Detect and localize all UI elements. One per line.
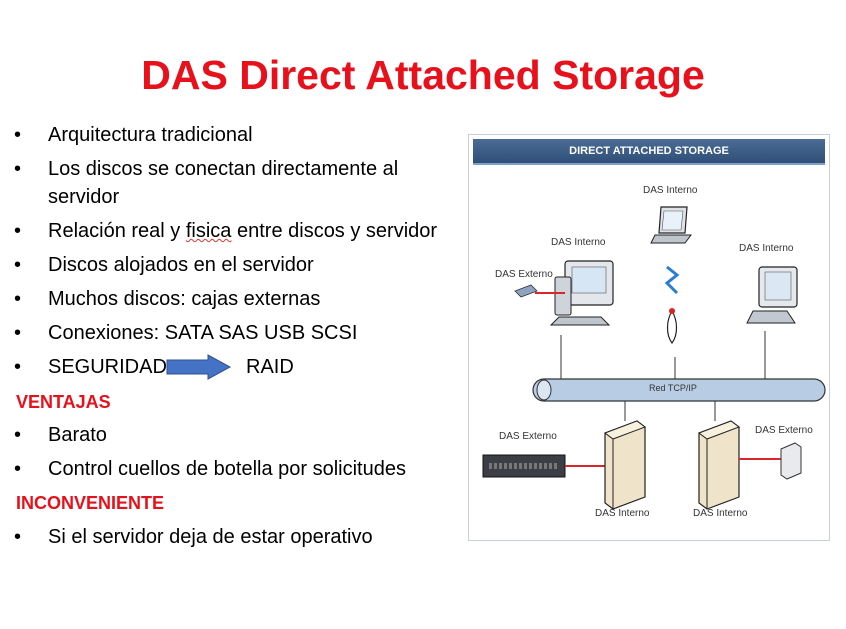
bullet-item: Conexiones: SATA SAS USB SCSI <box>48 322 358 344</box>
bullet-item: Los discos se conectan directamente al <box>48 158 399 180</box>
bullet-text: Relación real y <box>48 220 186 242</box>
das-diagram: DIRECT ATTACHED STORAGE <box>468 134 830 541</box>
server-tower-icon <box>697 420 781 510</box>
bullet-item-continuation: servidor <box>48 186 120 208</box>
inconveniente-heading: INCONVENIENTE <box>16 493 165 513</box>
label-das-interno: DAS Interno <box>739 243 794 254</box>
label-das-externo: DAS Externo <box>495 269 553 280</box>
bullet-item-raid: RAID <box>246 356 294 378</box>
page-title: DAS Direct Attached Storage <box>141 52 705 98</box>
bullet-item: Muchos discos: cajas externas <box>48 288 321 310</box>
bullet-item: Relación real y fisica entre discos y se… <box>48 219 437 243</box>
laptop-icon <box>650 206 692 244</box>
desktop-monitor-icon <box>746 266 798 324</box>
bullet-item: Control cuellos de botella por solicitud… <box>48 458 406 480</box>
bullet-dot: • <box>14 424 22 446</box>
bullet-item: Barato <box>48 424 107 446</box>
bullet-dot: • <box>14 220 22 242</box>
diagram-header: DIRECT ATTACHED STORAGE <box>473 139 825 165</box>
bullet-item: Arquitectura tradicional <box>48 124 253 146</box>
bullet-dot: • <box>14 322 22 344</box>
bullet-dot: • <box>14 288 22 310</box>
bullet-dot: • <box>14 458 22 480</box>
external-disk-icon <box>780 442 802 480</box>
wireless-signal-icon <box>664 265 680 345</box>
label-das-externo: DAS Externo <box>499 431 557 442</box>
server-tower-icon <box>603 420 647 510</box>
label-das-interno: DAS Interno <box>643 185 698 196</box>
ventajas-heading: VENTAJAS <box>16 392 111 412</box>
label-das-interno: DAS Interno <box>551 237 606 248</box>
bullet-list: • Arquitectura tradicional • Los discos … <box>14 124 437 548</box>
label-das-externo: DAS Externo <box>755 425 813 436</box>
label-das-interno: DAS Interno <box>693 508 748 519</box>
bullet-dot: • <box>14 124 22 146</box>
right-arrow-icon <box>166 354 232 380</box>
bullet-item: SEGURIDAD <box>48 356 167 378</box>
bullet-dot: • <box>14 356 22 378</box>
network-bus <box>532 378 826 402</box>
bullet-dot: • <box>14 158 22 180</box>
rack-storage-icon <box>482 454 605 478</box>
bullet-dot: • <box>14 254 22 276</box>
network-label: Red TCP/IP <box>649 383 697 393</box>
diagram-drawing <box>482 206 826 510</box>
external-disk-icon <box>514 284 565 298</box>
desktop-pc-icon <box>549 260 614 326</box>
spellcheck-word: fisica <box>185 220 232 242</box>
bullet-item: Discos alojados en el servidor <box>48 254 314 276</box>
bullet-dot: • <box>14 526 22 548</box>
bullet-text: entre discos y servidor <box>231 220 438 242</box>
bullet-item: Si el servidor deja de estar operativo <box>48 526 373 548</box>
label-das-interno: DAS Interno <box>595 508 650 519</box>
